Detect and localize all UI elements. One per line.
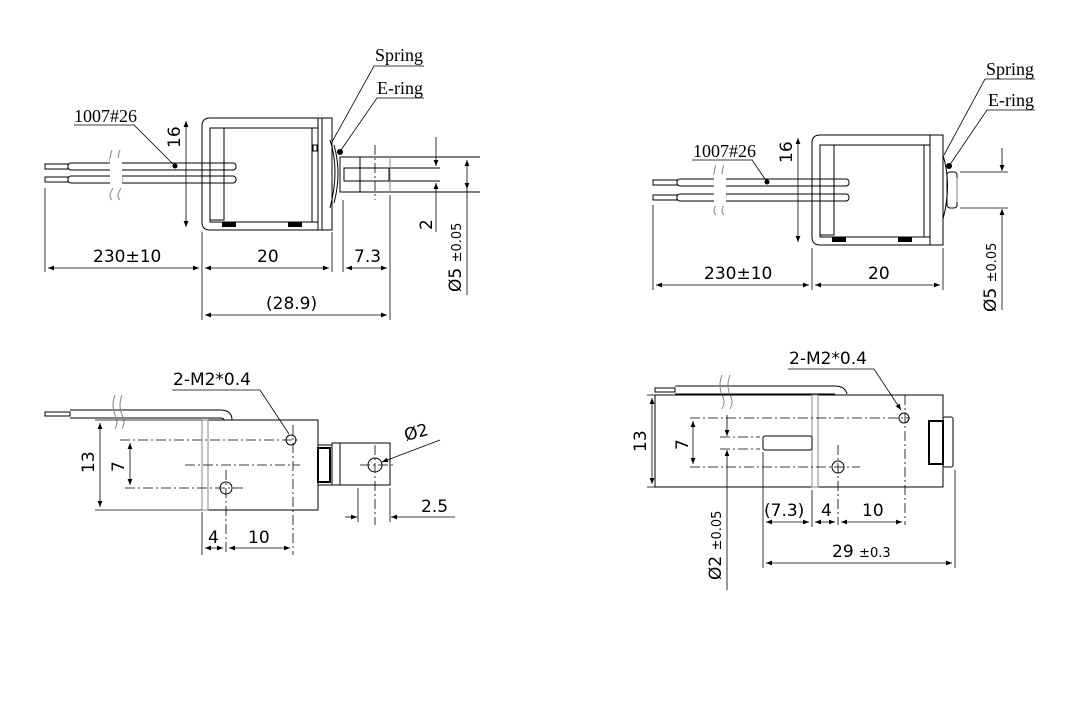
- dim-10: 10: [862, 501, 884, 521]
- dimensions: 230±10 20 7.3 (28.9) 16 2 Ø5 ±0.05: [44, 121, 470, 320]
- dim-dia-tolerance: ±0.05: [985, 243, 1000, 283]
- dim-4: 4: [208, 528, 219, 548]
- ering-label: E-ring: [988, 90, 1034, 110]
- callouts: 1007#26 Spring E-ring: [692, 59, 1035, 183]
- dim-hole-spacing: 7: [673, 439, 693, 450]
- dim-hole-spacing: 7: [109, 461, 129, 472]
- callouts: 1007#26 Spring E-ring: [74, 45, 424, 167]
- dim-total-value: 29: [832, 542, 854, 562]
- dim-4: 4: [821, 501, 832, 521]
- dim-dia-value: Ø5: [981, 288, 1001, 312]
- dim-dia-tolerance: ±0.05: [450, 223, 465, 263]
- dim-body-length: 20: [257, 247, 279, 267]
- solenoid-frame: [201, 117, 333, 231]
- dim-stroke: (7.3): [764, 501, 804, 521]
- dimensions: 13 7 (7.3) 4 10 29 ±0.3 Ø2 ±0.05: [631, 394, 956, 590]
- dim-total-length: 29 ±0.3: [832, 542, 891, 562]
- side-view-left: 230±10 20 7.3 (28.9) 16 2 Ø5 ±0.05 1007#…: [44, 45, 480, 320]
- top-view-right: 13 7 (7.3) 4 10 29 ±0.3 Ø2 ±0.05 2-M2*0.…: [631, 349, 956, 590]
- dim-plunger-dia: Ø5 ±0.05: [981, 243, 1001, 312]
- wire-label: 1007#26: [74, 106, 137, 126]
- dim-height: 16: [165, 126, 185, 148]
- solenoid-body: [120, 419, 395, 555]
- dim-wire-length: 230±10: [93, 247, 161, 267]
- dim-stroke: 7.3: [354, 247, 381, 267]
- dim-total-tolerance: ±0.3: [859, 546, 891, 561]
- spring-label: Spring: [986, 59, 1034, 79]
- callouts: 2-M2*0.4: [788, 349, 902, 411]
- dimensions: 230±10 20 16 Ø5 ±0.05: [652, 138, 1008, 312]
- dim-plunger-dia: Ø2 ±0.05: [706, 511, 726, 580]
- dim-dia-value: Ø2: [706, 556, 726, 580]
- wire-label: 1007#26: [693, 141, 756, 161]
- solenoid-body: [654, 394, 954, 525]
- lead-wires: [44, 149, 237, 201]
- dim-wire-length: 230±10: [704, 264, 772, 284]
- dim-height: 16: [777, 141, 797, 163]
- lead-wires: [44, 394, 233, 430]
- thread-label: 2-M2*0.4: [789, 349, 867, 369]
- dimensions: 13 7 4 10 2.5: [79, 419, 455, 555]
- plunger: [329, 139, 480, 209]
- side-view-right: 230±10 20 16 Ø5 ±0.05 1007#26 Spring E-r…: [652, 59, 1035, 312]
- dim-slot: 2: [417, 219, 437, 230]
- dim-total-length: (28.9): [266, 294, 317, 314]
- dim-dia-tolerance: ±0.05: [710, 511, 725, 551]
- plunger: [942, 154, 958, 220]
- lead-wires: [652, 164, 850, 216]
- dim-2-5: 2.5: [421, 497, 448, 517]
- thread-label: 2-M2*0.4: [173, 370, 251, 390]
- dim-plunger-dia: Ø5 ±0.05: [446, 223, 466, 292]
- top-view-left: 13 7 4 10 2.5 2-M2*0.4 Ø2: [44, 370, 455, 555]
- dim-dia-value: Ø5: [446, 268, 466, 292]
- dim-height: 13: [79, 451, 99, 473]
- dim-10: 10: [248, 528, 270, 548]
- spring-label: Spring: [375, 45, 423, 65]
- dim-height: 13: [631, 430, 651, 452]
- hole-dia-label: Ø2: [402, 420, 431, 446]
- callouts: 2-M2*0.4 Ø2: [172, 370, 441, 463]
- solenoid-frame: [811, 134, 944, 246]
- dim-body-length: 20: [868, 264, 890, 284]
- ering-label: E-ring: [377, 78, 423, 98]
